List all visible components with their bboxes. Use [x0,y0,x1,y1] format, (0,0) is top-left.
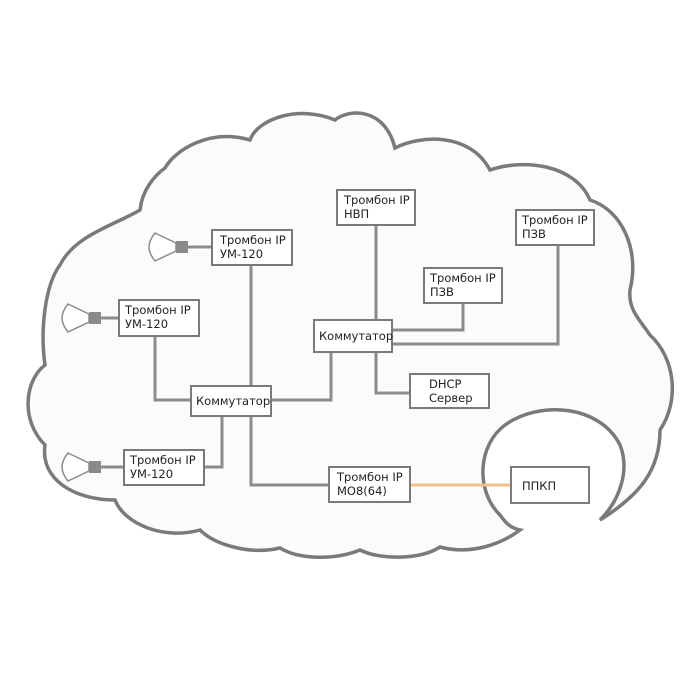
node-dhcp-line1: DHCP [429,377,462,391]
node-switch-main: Коммутатор [313,319,393,353]
node-um-bottom: Тромбон IP УМ-120 [123,449,205,486]
node-um-top-line1: Тромбон IP [219,233,286,247]
node-nvp-line1: Тромбон IP [343,193,410,207]
node-pzv-right: Тромбон IP ПЗВ [515,209,595,246]
wire-pzv2-switch [392,245,560,346]
node-um-mid-line1: Тромбон IP [124,303,191,317]
node-nvp: Тромбон IP НВП [336,189,416,226]
node-pzv-mid-line1: Тромбон IP [429,271,496,285]
wire-switch-dhcp [374,352,410,395]
node-pzv-mid-line2: ПЗВ [430,285,454,299]
node-um-mid: Тромбон IP УМ-120 [118,299,200,337]
node-mo8: Тромбон IP МО8(64) [328,466,411,503]
node-um-bottom-line2: УМ-120 [130,467,173,481]
node-switch-sub: Коммутатор [190,385,272,417]
node-um-bottom-line1: Тромбон IP [129,453,196,467]
node-switch-sub-label: Коммутатор [196,394,270,408]
node-dhcp-line2: Сервер [429,391,473,405]
loudspeaker-icon [148,232,188,262]
node-mo8-line1: Тромбон IP [336,470,403,484]
node-pzv-mid: Тромбон IP ПЗВ [423,267,503,304]
wire-um2-switch [153,336,191,402]
node-nvp-line2: НВП [344,207,369,221]
node-ppkp: ППКП [510,466,590,504]
node-switch-main-label: Коммутатор [319,329,393,343]
wire-switch-switch [271,352,333,402]
wire-pzv-switch [392,303,465,332]
node-pzv-right-line1: Тромбон IP [521,213,588,227]
wire-um3-switch [204,416,224,469]
node-um-top: Тромбон IP УМ-120 [211,229,293,266]
node-mo8-line2: МО8(64) [337,484,387,498]
loudspeaker-icon [61,452,101,482]
node-dhcp: DHCP Сервер [409,373,490,409]
wire-switch-mo8 [249,416,329,487]
node-um-top-line2: УМ-120 [220,247,263,261]
node-um-mid-line2: УМ-120 [125,317,168,331]
loudspeaker-icon [61,303,101,333]
node-ppkp-label: ППКП [522,479,556,493]
node-pzv-right-line2: ПЗВ [522,227,546,241]
wires [153,225,560,487]
